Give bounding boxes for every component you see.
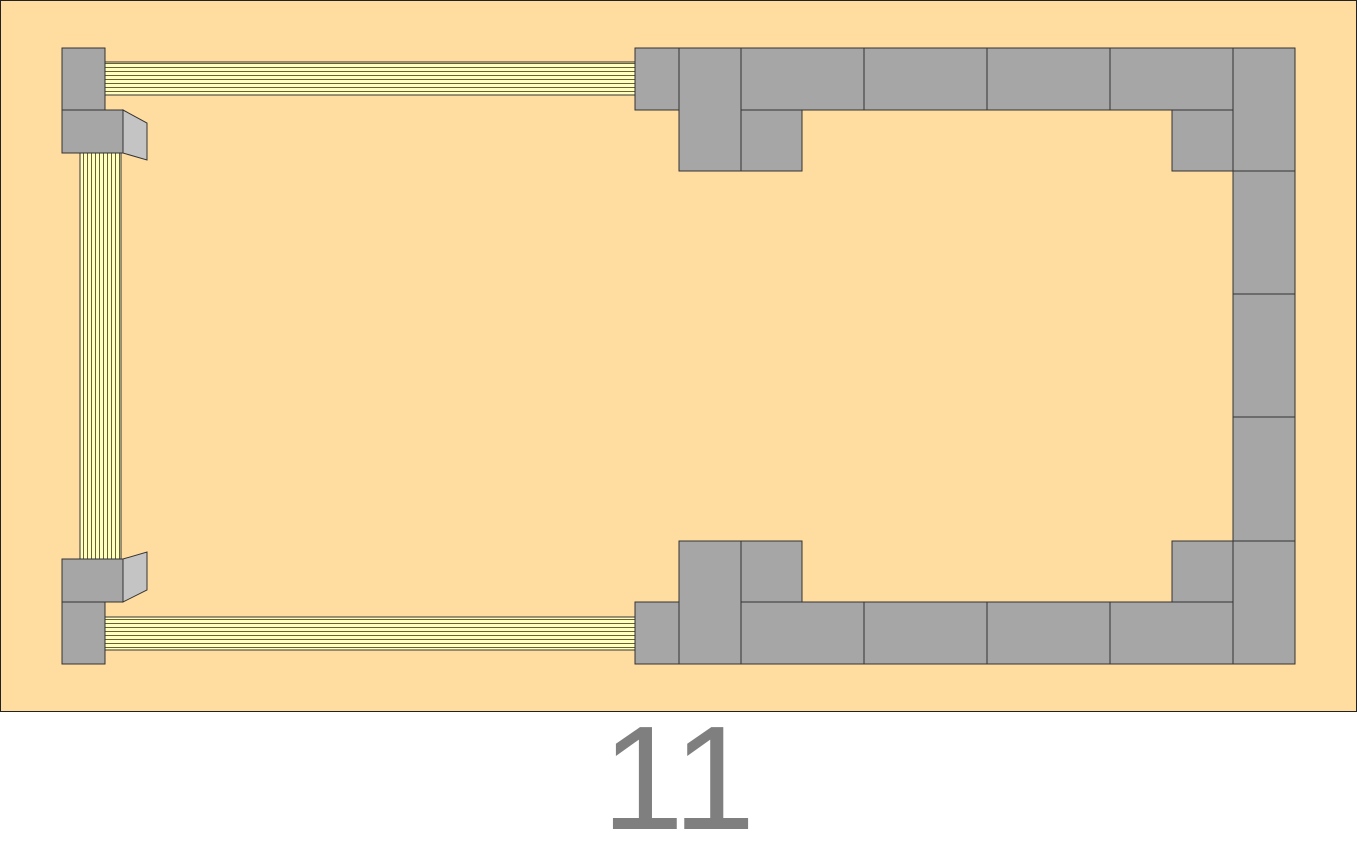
block-left-top-cap: [61, 109, 148, 161]
block-right-1: [1232, 47, 1296, 172]
block-top-4: [1109, 47, 1234, 111]
beam-left: [79, 151, 122, 560]
block-top-connector: [634, 47, 680, 111]
page-number: 11: [601, 696, 756, 861]
block-left-bottom: [61, 601, 106, 665]
block-top-2: [863, 47, 988, 111]
block-top-3: [986, 47, 1111, 111]
block-top-small: [740, 109, 803, 172]
block-bottom-small: [740, 540, 803, 603]
block-bottom-2: [863, 601, 988, 665]
block-right-5: [1232, 540, 1296, 665]
block-right-3: [1232, 293, 1296, 418]
beam-bottom: [104, 616, 637, 651]
block-bottom-corner-small: [1171, 540, 1234, 603]
block-left-top: [61, 47, 106, 111]
block-bottom-connector: [634, 601, 680, 665]
block-bottom-3: [986, 601, 1111, 665]
block-right-2: [1232, 170, 1296, 295]
beam-top: [104, 61, 637, 96]
block-right-4: [1232, 416, 1296, 542]
block-top-corner-small: [1171, 109, 1234, 172]
block-bottom-1: [740, 601, 865, 665]
block-top-tall: [678, 47, 742, 172]
block-left-bottom-cap: [61, 551, 148, 603]
diagram: [0, 0, 1357, 712]
block-bottom-tall: [678, 540, 742, 665]
block-top-1: [740, 47, 865, 111]
block-bottom-4: [1109, 601, 1234, 665]
